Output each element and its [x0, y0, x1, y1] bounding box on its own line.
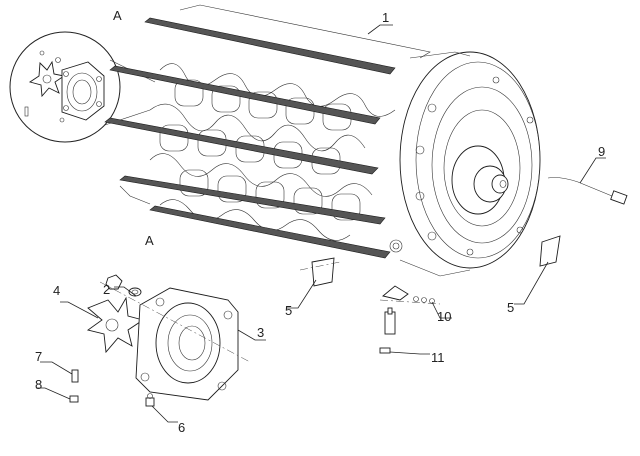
detail-star-cover	[28, 60, 66, 98]
drum-end-disc	[389, 51, 541, 277]
bracket-fitting	[382, 285, 435, 335]
nut-and-washer	[105, 274, 142, 297]
detail-pin	[24, 106, 29, 117]
star-cover	[86, 296, 145, 354]
callout-10: 10	[437, 309, 451, 324]
rasp-bar-2	[109, 65, 381, 125]
leader-3	[237, 329, 266, 341]
callout-9: 9	[598, 144, 605, 159]
callouts: 1 2 3 4 5 5 6 7 8 9 10 11	[35, 10, 606, 435]
callout-11: 11	[431, 350, 445, 365]
callout-1: 1	[382, 10, 389, 25]
leader-4	[60, 301, 99, 319]
wear-plate-right	[539, 235, 561, 267]
threshing-drum	[104, 4, 431, 259]
leader-5b	[514, 261, 549, 305]
leader-11	[389, 351, 430, 355]
drum-pockets	[159, 79, 361, 221]
leader-8	[36, 387, 71, 400]
callout-3: 3	[257, 325, 264, 340]
detail-view-a-circle	[9, 31, 121, 143]
disc-bolts	[389, 76, 534, 256]
callout-5b: 5	[507, 300, 514, 315]
callout-8: 8	[35, 377, 42, 392]
screw-8	[69, 395, 79, 403]
leader-1	[367, 24, 393, 35]
speed-sensor	[547, 177, 628, 205]
rasp-bars	[104, 17, 396, 259]
rasp-bar-4	[119, 175, 386, 225]
leader-6	[151, 405, 178, 423]
callout-4: 4	[53, 283, 60, 298]
leader-7	[40, 361, 73, 375]
callout-5a: 5	[285, 303, 292, 318]
rasp-bar-5	[149, 205, 391, 259]
detail-washer	[55, 57, 61, 63]
callout-2: 2	[103, 282, 110, 297]
detail-label-a-mid: A	[145, 233, 154, 248]
leader-2	[114, 286, 137, 297]
grease-nipple-6	[145, 393, 155, 407]
center-lines	[99, 261, 441, 363]
bearing-flange	[135, 287, 239, 401]
hub-assembly	[451, 145, 509, 215]
detail-flange	[61, 61, 105, 121]
rasp-bar-3	[104, 117, 379, 175]
callout-7: 7	[35, 349, 42, 364]
rasp-bar-1	[144, 17, 396, 75]
detail-nut	[39, 50, 45, 56]
leader-5a	[286, 279, 317, 309]
wear-plate-left	[311, 257, 335, 287]
pin-7	[71, 369, 79, 383]
detail-grease-fitting	[59, 117, 65, 123]
leader-10	[431, 301, 452, 319]
set-screw	[379, 347, 391, 354]
callout-6: 6	[178, 420, 185, 435]
leader-9	[579, 157, 606, 184]
detail-label-a-top: A	[113, 8, 122, 23]
